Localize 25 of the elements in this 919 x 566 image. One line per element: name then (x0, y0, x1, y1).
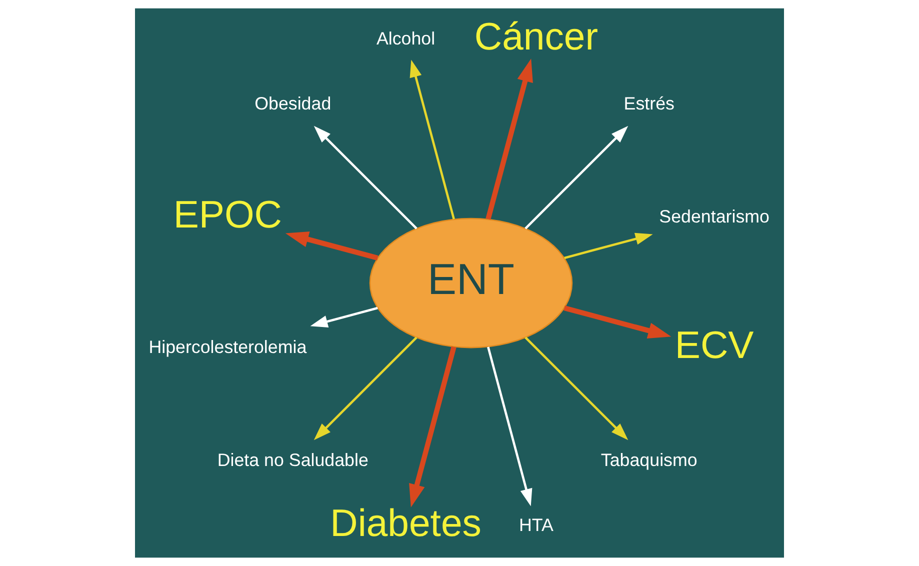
node-text: Cáncer (474, 15, 598, 58)
arrow (285, 231, 378, 260)
arrow (564, 232, 653, 260)
node-text: Dieta no Saludable (217, 450, 368, 470)
arrow (310, 306, 378, 328)
node-text: HTA (518, 515, 554, 536)
node-text: Sedentarismo (659, 206, 770, 227)
node-text: Hipercolesterolemia (148, 336, 307, 357)
node-text: EPOC (173, 193, 282, 236)
node-text: Tabaquismo (600, 450, 698, 470)
arrow (487, 346, 532, 506)
arrow (564, 306, 672, 338)
arrow (524, 336, 628, 440)
arrow (410, 60, 455, 220)
node-text: Obesidad (254, 94, 332, 114)
node-ellipse: ENT (369, 218, 573, 348)
node-text: ECV (674, 324, 754, 367)
arrow (314, 126, 418, 230)
node-text: Estrés (624, 94, 674, 114)
arrow (314, 336, 418, 440)
node-text: Alcohol (376, 28, 436, 48)
arrow (409, 346, 456, 508)
node-text: Diabetes (330, 502, 482, 545)
arrow (524, 126, 628, 230)
arrow (486, 58, 533, 220)
